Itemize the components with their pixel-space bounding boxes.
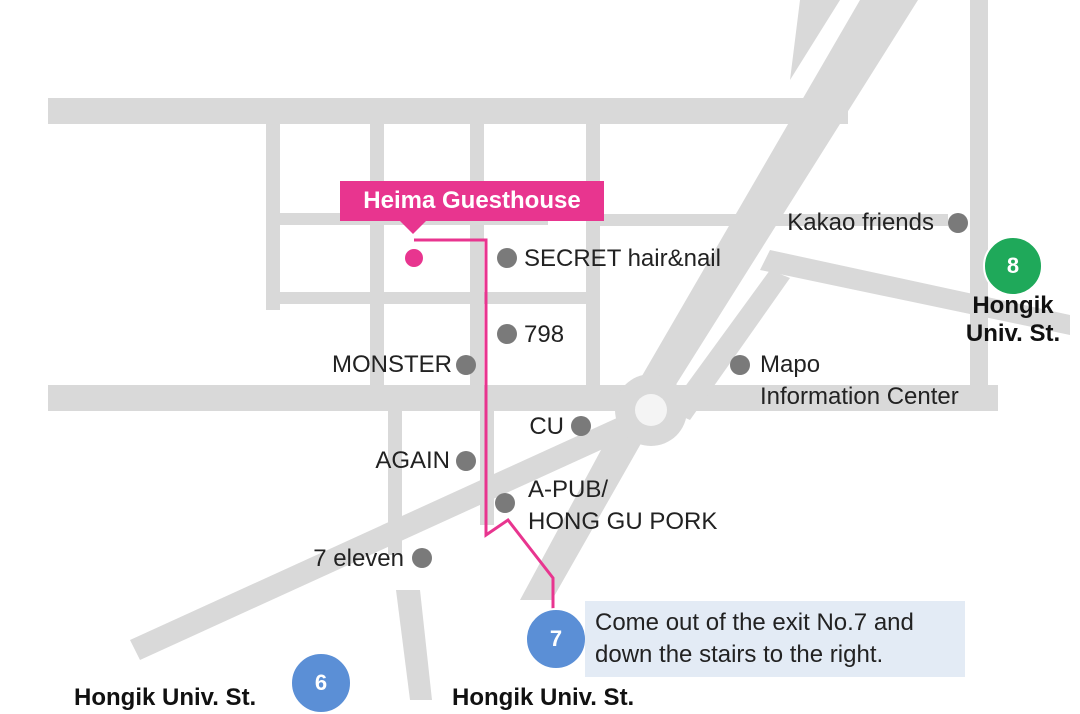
road-bottom-branch xyxy=(396,590,432,700)
poi-dot-798 xyxy=(497,324,517,344)
poi-dot-kakao xyxy=(948,213,968,233)
poi-dot-secret xyxy=(497,248,517,268)
poi-label-kakao: Kakao friends xyxy=(787,209,934,236)
station-name-exit-8-line1: Hongik xyxy=(972,292,1054,319)
poi-label-monster: MONSTER xyxy=(332,351,452,378)
poi-dot-seven xyxy=(412,548,432,568)
destination-pointer xyxy=(400,221,426,234)
station-name-exit-6: Hongik Univ. St. xyxy=(74,684,257,711)
road-vertical-right xyxy=(970,0,988,385)
poi-label-mapo-line2: Information Center xyxy=(760,383,959,410)
road-to-exit-8 xyxy=(760,250,1070,335)
poi-dot-again xyxy=(456,451,476,471)
poi-label-cu: CU xyxy=(529,413,564,440)
exit-6-badge: 6 xyxy=(290,652,352,714)
poi-dot-apub xyxy=(495,493,515,513)
station-name-exit-7: Hongik Univ. St. xyxy=(452,684,635,711)
guesthouse-marker xyxy=(405,249,423,267)
poi-dot-mapo xyxy=(730,355,750,375)
station-name-exit-8-line2: Univ. St. xyxy=(965,320,1061,347)
road-vertical-1 xyxy=(266,110,280,310)
exit-8-badge: 8 xyxy=(983,236,1043,296)
road-lower-vertical xyxy=(388,405,402,555)
road-inner-horizontal-2 xyxy=(278,292,598,304)
poi-label-seven: 7 eleven xyxy=(313,545,404,572)
poi-label-mapo: Mapo xyxy=(760,351,821,378)
poi-label-again: AGAIN xyxy=(375,447,450,474)
road-diagonal-right xyxy=(790,0,840,80)
exit-7-badge: 7 xyxy=(525,608,587,670)
directions-note-line1: Come out of the exit No.7 and xyxy=(595,609,914,636)
road-lower-diagonal xyxy=(130,412,640,660)
directions-note-line2: down the stairs to the right. xyxy=(595,641,884,668)
directions-note: Come out of the exit No.7 and down the s… xyxy=(585,601,965,677)
poi-dot-monster xyxy=(456,355,476,375)
destination-label: Heima Guesthouse xyxy=(340,181,604,221)
station-name-exit-8: Hongik Univ. St. xyxy=(955,292,1071,348)
poi-label-apub-line2: HONG GU PORK xyxy=(528,508,718,535)
poi-label-apub: A-PUB/ xyxy=(528,476,609,503)
walking-route xyxy=(414,238,555,610)
poi-label-secret: SECRET hair&nail xyxy=(524,245,721,272)
road-top-horizontal xyxy=(48,98,848,124)
poi-label-798: 798 xyxy=(524,321,565,348)
road-main-horizontal xyxy=(48,385,998,411)
poi-dot-cu xyxy=(571,416,591,436)
road-lower-right-diagonal xyxy=(668,270,790,420)
road-main-diagonal xyxy=(520,0,918,600)
roundabout-center xyxy=(635,394,667,426)
